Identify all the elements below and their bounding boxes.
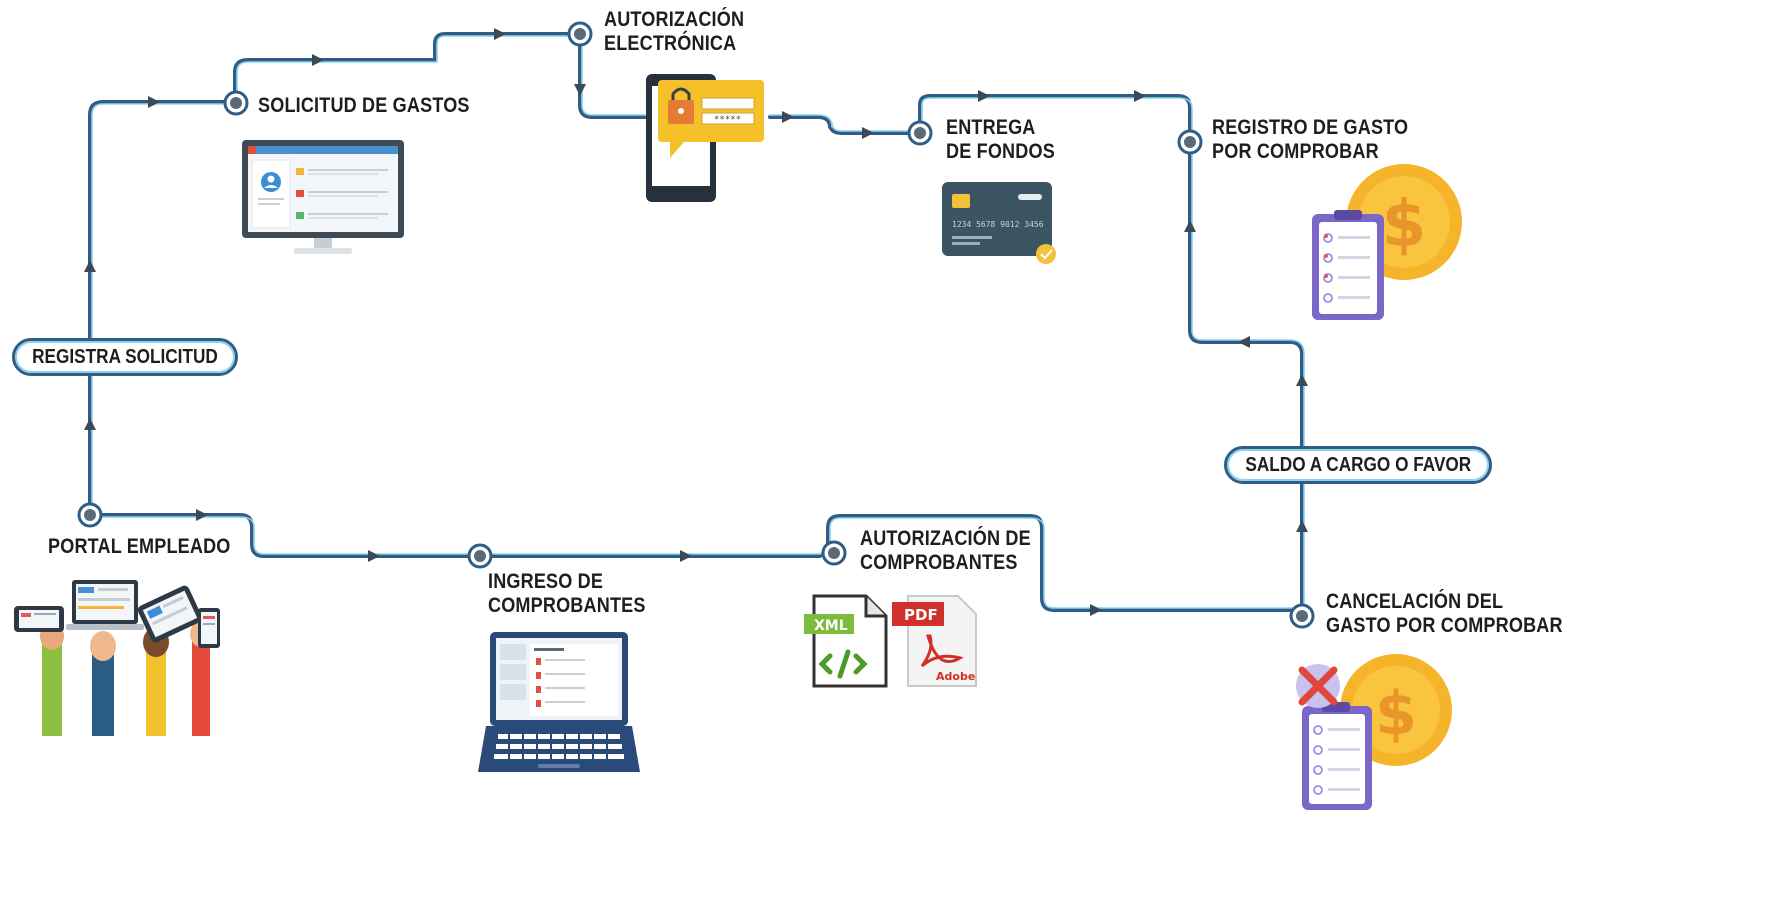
arrow-up-2 [84,418,96,430]
label-autorizacion-comprobantes-line2: COMPROBANTES [860,551,1018,574]
label-autorizacion-electronica-line1: AUTORIZACIÓN [604,8,745,31]
label-cancelacion-gasto-line2: GASTO POR COMPROBAR [1326,614,1563,637]
label-autorizacion-comprobantes-line1: AUTORIZACIÓN DE [860,527,1031,550]
pdf-file-icon: PDF Adobe [892,595,977,687]
arrow-right-6 [978,90,990,102]
pill-registra-solicitud-text: REGISTRA SOLICITUD [32,345,218,368]
laptop-icon [478,632,640,772]
label-ingreso-comprobantes-line1: INGRESO DE [488,570,604,593]
arrow-up-5 [1296,520,1308,532]
label-autorizacion-comprobantes: AUTORIZACIÓN DE COMPROBANTES [860,527,1031,575]
node-ingreso-comprobantes [467,543,493,569]
label-registro-gasto: REGISTRO DE GASTO POR COMPROBAR [1212,116,1408,164]
label-portal-empleado: PORTAL EMPLEADO [48,535,231,558]
label-registro-gasto-line2: POR COMPROBAR [1212,140,1379,163]
node-portal-empleado [77,502,103,528]
label-solicitud-gastos: SOLICITUD DE GASTOS [258,94,470,117]
label-registro-gasto-line1: REGISTRO DE GASTO [1212,116,1409,139]
phone-lock-icon: ***** [646,74,764,202]
dollar-sign-text-2: $ [1375,679,1417,749]
pill-registra-solicitud: REGISTRA SOLICITUD [12,338,238,376]
pill-saldo-text: SALDO A CARGO O FAVOR [1245,453,1471,476]
pill-saldo: SALDO A CARGO O FAVOR [1224,446,1492,484]
adobe-label: Adobe [936,670,975,683]
flow-line-bottom [88,513,1304,612]
arrow-right-5 [862,127,874,139]
label-entrega-fondos-line1: ENTREGA [946,116,1036,139]
hands-devices-icon [14,580,220,736]
arrow-down-1 [574,84,586,96]
node-autorizacion-electronica [567,21,593,47]
card-number-text: 1234 5678 9012 3456 [952,220,1044,229]
label-autorizacion-electronica: AUTORIZACIÓN ELECTRÓNICA [604,8,744,56]
arrow-right-10 [680,550,692,562]
node-cancelacion-gasto [1289,603,1315,629]
label-cancelacion-gasto-line1: CANCELACIÓN DEL [1326,590,1504,613]
arrow-up-3 [1184,220,1196,232]
flow-arrows [84,28,1308,616]
arrow-right-3 [494,28,506,40]
coin-clipboard-icon: $ [1312,164,1462,320]
arrow-left-1 [1238,336,1250,348]
label-entrega-fondos: ENTREGA DE FONDOS [946,116,1055,164]
flow-nodes [77,21,1315,629]
credit-card-icon: 1234 5678 9012 3456 [942,182,1056,264]
cancel-coin-clipboard-icon: $ [1296,654,1452,810]
node-registro-gasto [1177,129,1203,155]
xml-file-icon: XML [804,594,888,688]
label-ingreso-comprobantes: INGRESO DE COMPROBANTES [488,570,646,618]
password-mask-text: ***** [714,115,741,125]
arrow-right-7 [1134,90,1146,102]
pdf-label: PDF [904,606,938,624]
desktop-monitor-icon [242,140,404,254]
node-entrega-fondos [907,120,933,146]
arrow-right-2 [312,54,324,66]
label-ingreso-comprobantes-line2: COMPROBANTES [488,594,646,617]
node-solicitud-gastos [223,90,249,116]
arrow-right-4 [782,111,794,123]
dollar-sign-text: $ [1382,188,1427,262]
arrow-right-11 [1090,604,1102,616]
label-cancelacion-gasto: CANCELACIÓN DEL GASTO POR COMPROBAR [1326,590,1563,638]
arrow-up-1 [84,260,96,272]
flow-line-top [88,32,1304,618]
label-entrega-fondos-line2: DE FONDOS [946,140,1055,163]
arrow-right-9 [368,550,380,562]
xml-label: XML [814,618,848,634]
arrow-right-1 [148,96,160,108]
arrow-up-4 [1296,374,1308,386]
flow-lines [88,32,1305,618]
node-autorizacion-comprobantes [821,540,847,566]
label-autorizacion-electronica-line2: ELECTRÓNICA [604,32,737,55]
arrow-right-8 [196,509,208,521]
